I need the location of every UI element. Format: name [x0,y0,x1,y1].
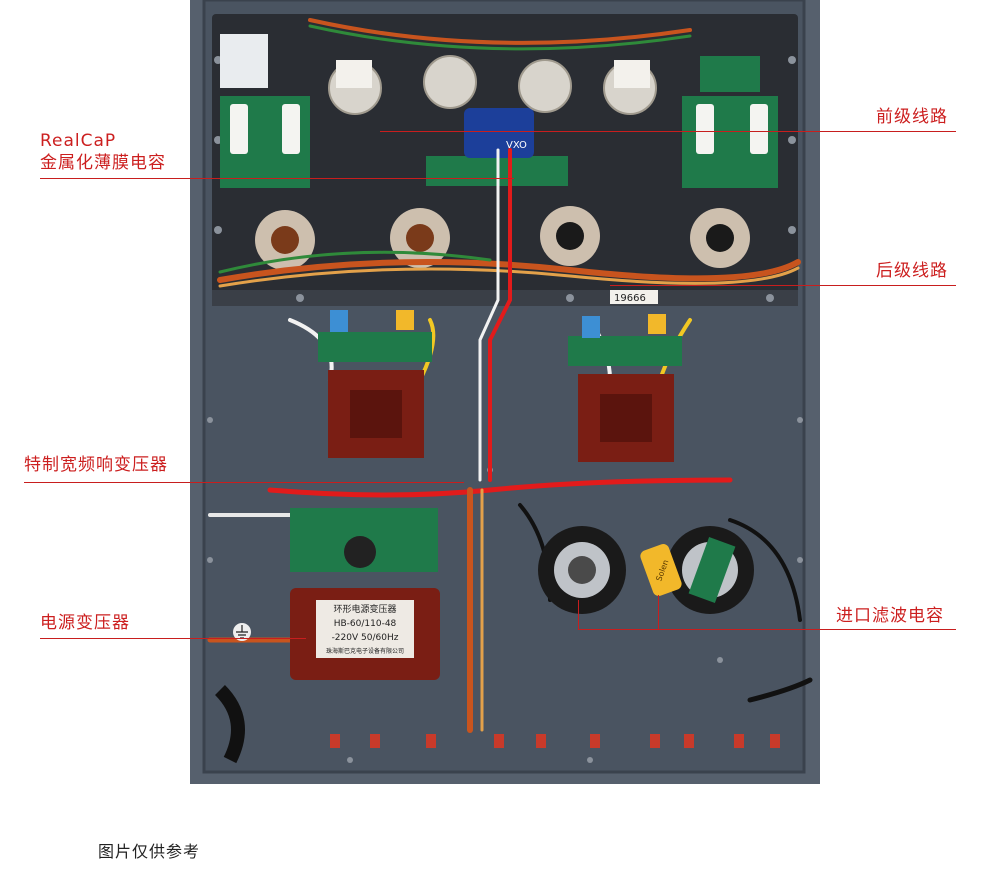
callout-filter-caps-tick-left [578,600,579,629]
transformer-label-line2: HB-60/110-48 [334,619,397,629]
transformer-label-line3: -220V 50/60Hz [332,633,399,643]
callout-preamp-line [380,131,956,132]
tape-marking: 19666 [614,293,646,304]
transformer-label-line4: 珠海斯巴克电子设备有限公司 [326,647,404,655]
callout-poweramp: 后级线路 [876,261,948,281]
callout-output-transformer: 特制宽频响变压器 [24,455,168,475]
callout-filter-caps-tick-right [658,595,659,629]
capacitor-marking: VXO [506,140,527,151]
amplifier-photo: VXO [190,0,820,784]
callout-realcap-title: RealCaP [40,131,117,151]
callout-realcap-line [40,178,514,179]
callout-power-transformer-line [40,638,306,639]
callout-preamp: 前级线路 [876,107,948,127]
transformer-label-line1: 环形电源变压器 [333,603,396,615]
callout-power-transformer: 电源变压器 [40,613,130,633]
callout-realcap-subtitle: 金属化薄膜电容 [40,153,166,173]
callout-output-transformer-line [24,482,464,483]
callout-filter-caps-line [578,629,956,630]
photo-disclaimer: 图片仅供参考 [98,842,201,861]
callout-filter-caps: 进口滤波电容 [836,606,944,626]
callout-poweramp-line [610,285,956,286]
